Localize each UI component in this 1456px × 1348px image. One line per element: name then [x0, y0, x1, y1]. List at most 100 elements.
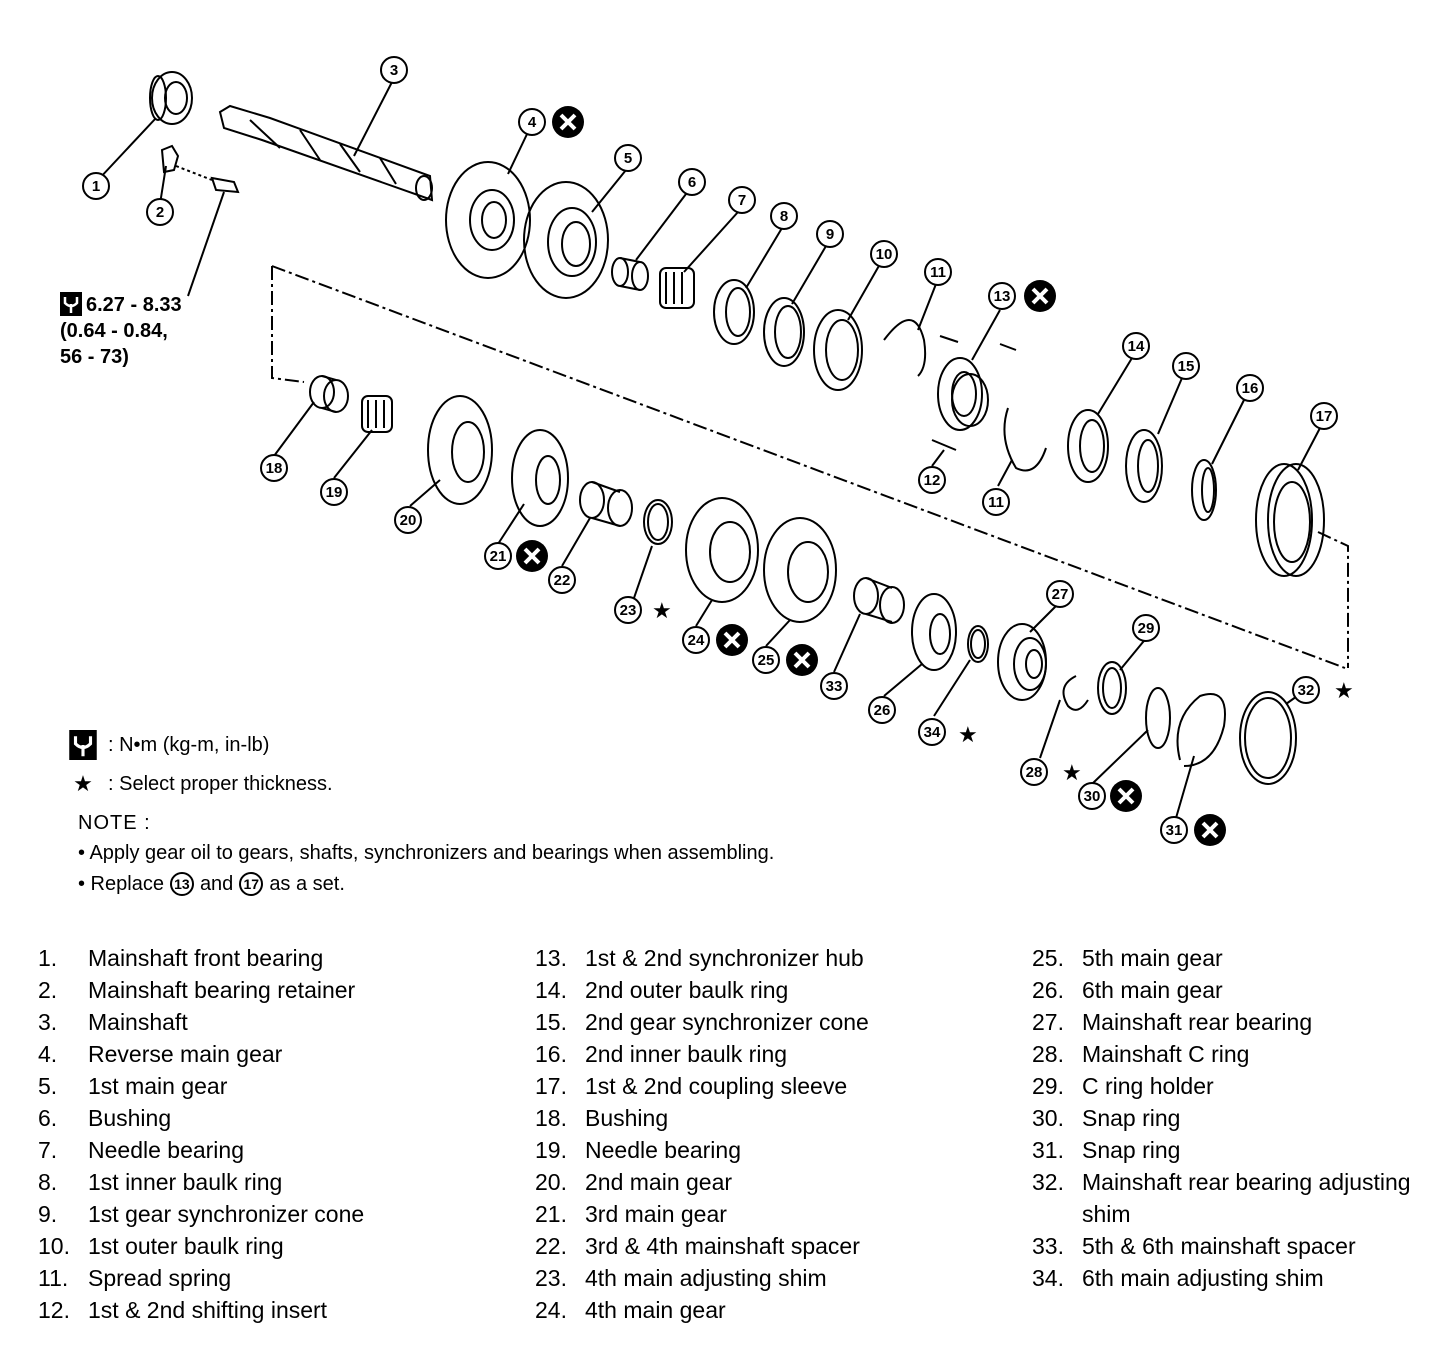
shim-23-shape [643, 499, 673, 545]
part-name: Needle bearing [585, 1137, 742, 1163]
part-number: 27. [1032, 1009, 1064, 1035]
star-icon: ★ [958, 723, 978, 748]
part-item: 11. Spread spring [38, 1262, 468, 1294]
note-2-prefix: • Replace [78, 872, 164, 895]
first-gear-shape [523, 181, 609, 299]
callout-11: 11 [924, 258, 952, 286]
part-item: 6. Bushing [38, 1102, 468, 1134]
note-ref-17: 17 [239, 872, 264, 896]
part-name: Mainshaft rear bearing [1082, 1009, 1313, 1035]
callout-label: 34 [924, 724, 941, 741]
part-item: 15.2nd gear synchronizer cone [535, 1006, 965, 1038]
callout-label: 32 [1298, 682, 1315, 699]
callout-15: 15 [1172, 352, 1200, 380]
callout-5: 5 [614, 144, 642, 172]
mainshaft-shape [218, 104, 434, 202]
star-icon: ★ [73, 772, 93, 797]
callout-16: 16 [1236, 374, 1264, 402]
bushing-6-shape [611, 257, 649, 291]
torque-wrench-icon [60, 292, 82, 316]
part-number: 4. [38, 1041, 58, 1067]
callout-33: 33 [820, 672, 848, 700]
spacer-22-shape [579, 481, 633, 527]
part-name: Mainshaft front bearing [88, 945, 324, 971]
callout-group: 1234567891011111213141516171819202122232… [82, 56, 1338, 844]
callout-label: 27 [1052, 586, 1069, 603]
note-title: NOTE : [78, 812, 151, 834]
part-number: 17. [535, 1073, 567, 1099]
callout-label: 31 [1166, 822, 1183, 839]
part-item: 27. Mainshaft rear bearing [1032, 1006, 1456, 1038]
callout-label: 30 [1084, 788, 1101, 805]
callout-label: 13 [994, 288, 1011, 305]
callout-label: 14 [1128, 338, 1145, 355]
part-name: Bushing [88, 1105, 172, 1131]
bushing-18-shape [309, 375, 349, 413]
assembly-line-right [1317, 531, 1349, 668]
callout-label: 3 [390, 62, 398, 79]
part-number: 15. [535, 1009, 567, 1035]
callout-9: 9 [816, 220, 844, 248]
part-number: 11. [38, 1265, 69, 1291]
part-item: 23.4th main adjusting shim [535, 1262, 965, 1294]
part-item: 7.Needle bearing [38, 1134, 468, 1166]
part-name: 1st & 2nd coupling sleeve [585, 1073, 848, 1099]
part-item: 3.Mainshaft [38, 1006, 468, 1038]
c-ring-28-shape [1062, 675, 1089, 711]
callout-14: 14 [1122, 332, 1150, 360]
callout-1: 1 [82, 172, 110, 200]
gear-21-shape [511, 429, 569, 527]
callout-24: 24 [682, 626, 710, 654]
callout-label: 21 [490, 548, 507, 565]
part-item: 26. 6th main gear [1032, 974, 1456, 1006]
star-marks: ★★★★ [652, 599, 1354, 786]
star-icon: ★ [1062, 761, 1082, 786]
part-name: 2nd inner baulk ring [585, 1041, 788, 1067]
part-item: 13.1st & 2nd synchronizer hub [535, 942, 965, 974]
part-name: 1st outer baulk ring [88, 1233, 284, 1259]
cone-9-shape [763, 297, 805, 367]
exploded-view-diagram: 1234567891011111213141516171819202122232… [82, 56, 1354, 846]
callout-label: 1 [92, 178, 100, 195]
part-name: 6th main gear [1082, 977, 1223, 1003]
assembly-line-upper [271, 265, 1346, 669]
part-name: 4th main adjusting shim [585, 1265, 827, 1291]
sleeve-17-shape [1255, 463, 1325, 577]
replace-x-icon [516, 540, 548, 572]
callout-26: 26 [868, 696, 896, 724]
legend-star: ★ : Select proper thickness. [68, 772, 332, 797]
part-item: 25.5th main gear [1032, 942, 1456, 974]
callout-29: 29 [1132, 614, 1160, 642]
part-number: 26. [1032, 977, 1064, 1003]
part-item: 4.Reverse main gear [38, 1038, 468, 1070]
callout-27: 27 [1046, 580, 1074, 608]
callout-label: 28 [1026, 764, 1043, 781]
legend-torque: : N•m (kg-m, in-lb) [68, 730, 269, 760]
torque-spec: 6.27 - 8.33 (0.64 - 0.84, 56 - 73) [60, 292, 182, 370]
part-item: 30.Snap ring [1032, 1102, 1456, 1134]
front-bearing-shape [149, 71, 193, 125]
part-name: Spread spring [88, 1265, 232, 1291]
part-item: 29.C ring holder [1032, 1070, 1456, 1102]
part-name: Mainshaft bearing retainer [88, 977, 356, 1003]
part-name: 1st & 2nd synchronizer hub [585, 945, 864, 971]
part-item: 10.1st outer baulk ring [38, 1230, 468, 1262]
callout-label: 19 [326, 484, 343, 501]
part-item: 12.1st & 2nd shifting insert [38, 1294, 468, 1326]
part-name: 3rd & 4th mainshaft spacer [585, 1233, 860, 1259]
callout-34: 34 [918, 718, 946, 746]
replace-marks [516, 106, 1226, 846]
gear-25-shape [763, 517, 837, 623]
part-number: 6. [38, 1105, 58, 1131]
part-name: 2nd main gear [585, 1169, 733, 1195]
part-number: 34. [1032, 1265, 1064, 1291]
callout-label: 22 [554, 572, 571, 589]
note-1-text: • Apply gear oil to gears, shafts, synch… [78, 842, 775, 864]
callout-22: 22 [548, 566, 576, 594]
part-name: Needle bearing [88, 1137, 245, 1163]
note-line-2: • Replace 13 and 17 as a set. [78, 872, 345, 896]
callout-17: 17 [1310, 402, 1338, 430]
legend-torque-text: : N•m (kg-m, in-lb) [108, 733, 270, 756]
torque-line-3: 56 - 73) [60, 346, 129, 368]
callout-label: 17 [1316, 408, 1333, 425]
